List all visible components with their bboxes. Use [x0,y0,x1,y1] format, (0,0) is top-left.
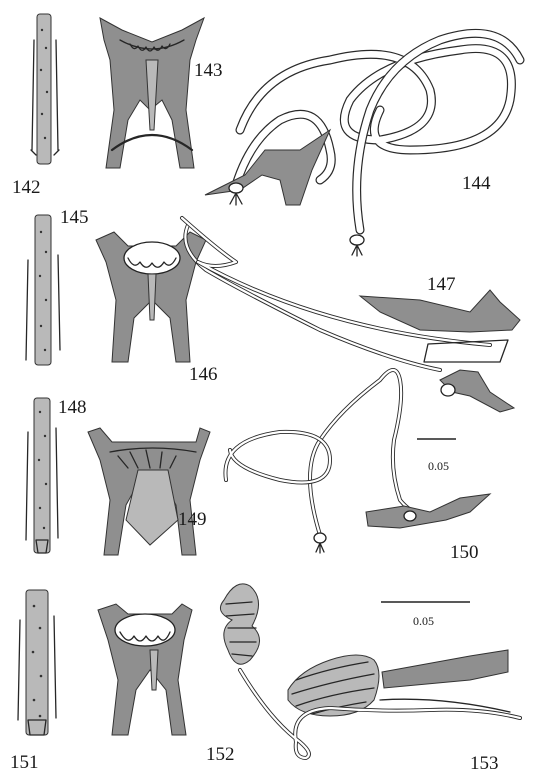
figure-145-rod [25,214,61,366]
label-145: 145 [60,207,89,228]
label-151: 151 [10,752,39,773]
figure-146-frame [95,231,207,363]
figure-153-bulbs [219,583,522,760]
figure-149-frame [87,427,211,556]
label-148: 148 [58,397,87,418]
figure-150-loops [223,368,492,554]
label-150: 150 [450,542,479,563]
label-149: 149 [178,509,207,530]
label-152: 152 [206,744,235,765]
figure-142-rod [30,13,60,165]
label-146: 146 [189,364,218,385]
label-143: 143 [194,60,223,81]
label-142: 142 [12,177,41,198]
scale-bar-lower-label: 0.05 [413,614,434,628]
figure-147-loop [180,216,521,413]
label-153: 153 [470,753,499,773]
figure-144-coils [204,28,525,257]
figure-143-frame [99,16,205,169]
figure-152-frame [97,603,193,736]
scale-bar-upper-label: 0.05 [428,459,449,473]
figure-151-rod [17,589,57,736]
label-144: 144 [462,173,491,194]
label-147: 147 [427,274,456,295]
figure-148-rod [25,397,59,554]
